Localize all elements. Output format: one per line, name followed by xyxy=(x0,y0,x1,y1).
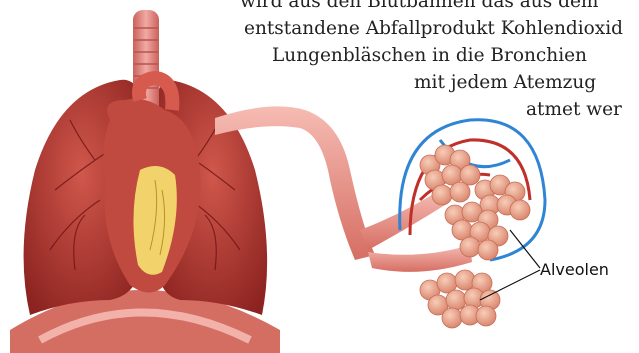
alveoli-cluster-upper xyxy=(420,145,480,205)
bronchus-branch-2 xyxy=(368,245,472,272)
alveolen-label: Alveolen xyxy=(540,260,609,279)
alveoli-cluster-lower xyxy=(420,270,500,328)
bronchus-branch xyxy=(360,190,445,250)
